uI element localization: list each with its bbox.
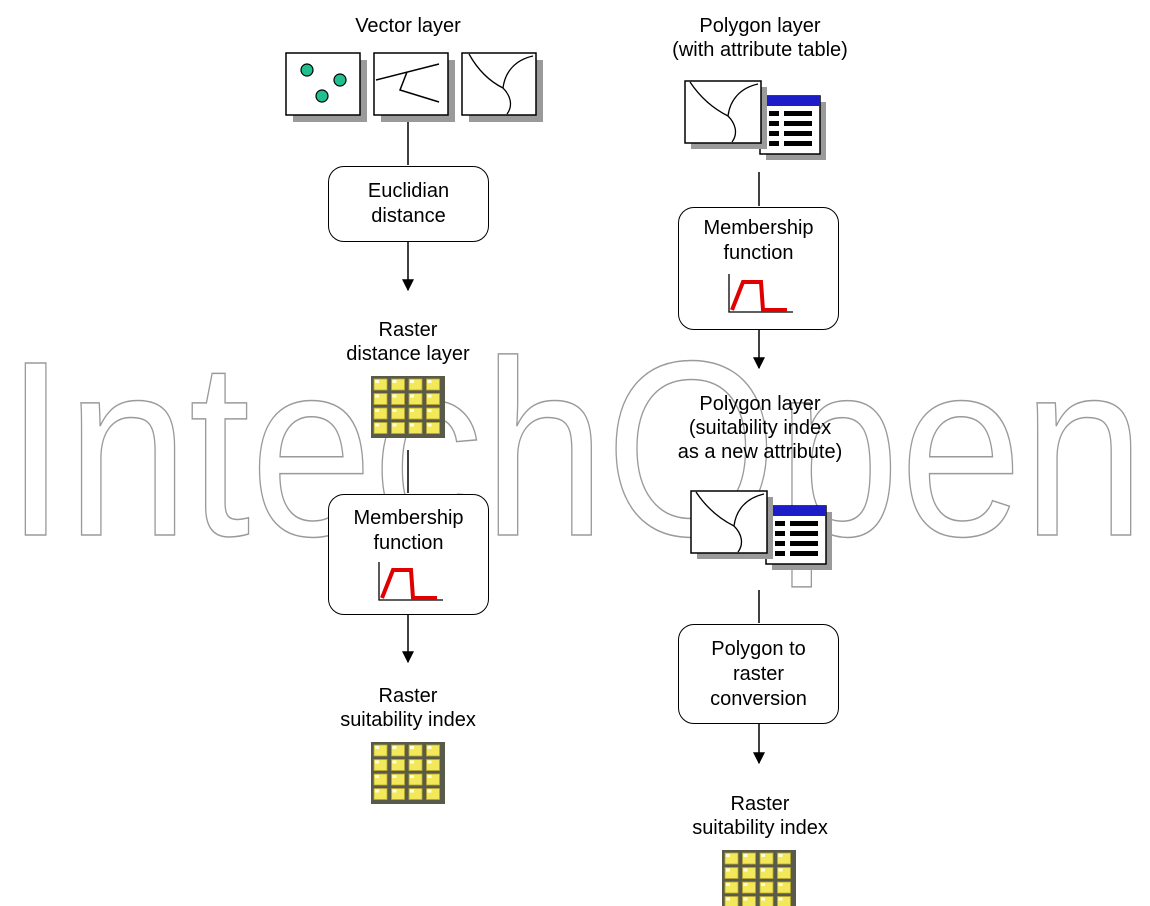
raster-suitability-title-left: Raster suitability index	[340, 685, 476, 731]
polygon-with-table-icon	[684, 80, 826, 160]
polygon-layer-title: Polygon layer (with attribute table)	[672, 15, 848, 61]
raster-grid-icon	[371, 376, 445, 438]
membership-line-1: Membership	[703, 217, 814, 239]
conversion-line-3: conversion	[710, 688, 807, 710]
vector-polygons-icon	[461, 52, 543, 122]
raster-suitability-title-right: Raster suitability index	[692, 793, 828, 839]
polygon-new-attribute-title: Polygon layer (suitability index as a ne…	[677, 393, 843, 463]
raster-grid-icon	[371, 742, 445, 804]
euclidian-distance-box: Euclidian distance	[328, 166, 489, 242]
euclidian-line-2: distance	[371, 205, 446, 227]
membership-function-box-right: Membership function	[678, 207, 839, 330]
conversion-line-1: Polygon to	[711, 638, 806, 660]
membership-line-2: function	[723, 242, 794, 264]
membership-line-1: Membership	[353, 507, 464, 529]
vector-points-icon	[285, 52, 367, 122]
conversion-line-2: raster	[732, 663, 785, 685]
raster-distance-title: Raster distance layer	[346, 319, 470, 365]
membership-function-box-left: Membership function	[328, 494, 489, 615]
polygon-to-raster-box: Polygon to raster conversion	[678, 624, 839, 724]
polygon-with-table-icon	[690, 490, 832, 570]
membership-curve-icon	[727, 274, 793, 313]
euclidian-line-1: Euclidian	[367, 180, 450, 202]
vector-layer-title: Vector layer	[355, 15, 461, 37]
membership-curve-icon	[377, 562, 443, 601]
vector-lines-icon	[373, 52, 455, 122]
membership-line-2: function	[373, 532, 444, 554]
raster-grid-icon	[722, 850, 796, 906]
